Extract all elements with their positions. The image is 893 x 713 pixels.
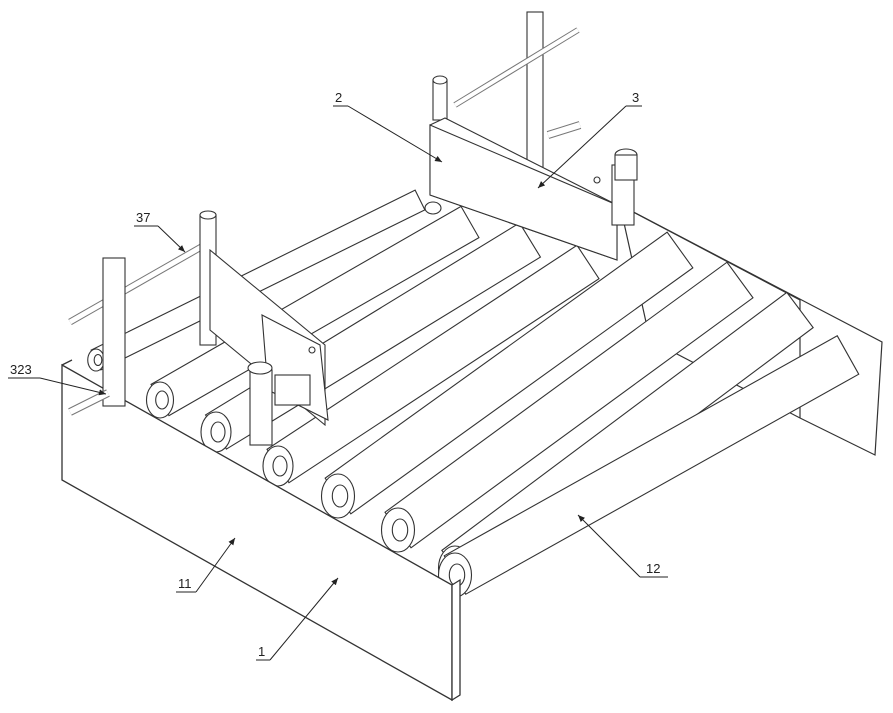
roller-hub [93, 353, 103, 367]
label-3: 3 [537, 90, 642, 189]
label-1: 1 [256, 577, 339, 661]
roller-hub [210, 421, 226, 443]
roller-hub [272, 455, 288, 477]
label-323: 323 [8, 362, 107, 396]
label-12: 12 [577, 514, 668, 578]
label-11: 11 [176, 537, 236, 593]
label-323-text: 323 [10, 362, 32, 377]
label-2: 2 [333, 90, 443, 163]
label-11-text: 11 [178, 576, 192, 591]
label-2-text: 2 [335, 90, 342, 105]
label-1-text: 1 [258, 644, 265, 659]
right-upright [526, 11, 544, 173]
part-labels: 2 3 37 323 11 1 12 [8, 90, 668, 661]
label-3-text: 3 [632, 90, 639, 105]
label-12-text: 12 [646, 561, 660, 576]
label-37-text: 37 [136, 210, 150, 225]
roller-hub [155, 390, 169, 410]
front-side-plate [61, 359, 461, 702]
roller-hub [391, 518, 409, 542]
rollers [87, 189, 860, 598]
left-upright [102, 257, 126, 407]
left-clamp-assembly [68, 210, 329, 446]
roller-hub [331, 484, 349, 508]
label-37: 37 [134, 210, 186, 253]
right-clamp-assembly [424, 11, 638, 261]
